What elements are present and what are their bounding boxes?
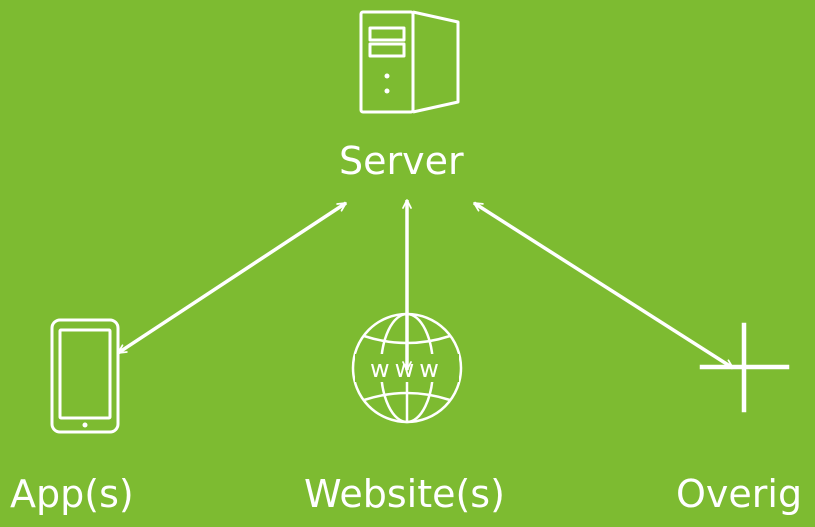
connection-arrows — [117, 199, 734, 371]
websites-label: Website(s) — [304, 472, 505, 516]
tablet-icon — [50, 318, 120, 434]
apps-label: App(s) — [10, 472, 134, 516]
arrow-server-other — [473, 201, 734, 370]
plus-icon — [699, 322, 790, 413]
arrow-server-apps — [117, 201, 347, 355]
server-label: Server — [339, 139, 464, 183]
other-label: Overig — [676, 472, 803, 516]
server-tower-icon — [359, 10, 460, 114]
